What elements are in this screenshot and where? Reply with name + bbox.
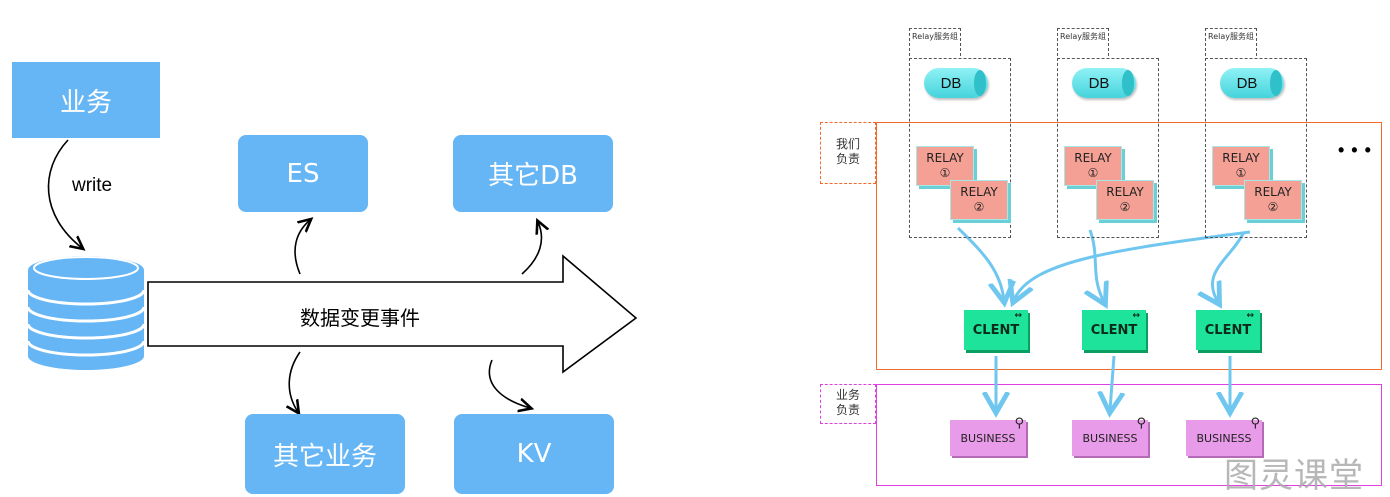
- other-business-label: 其它业务: [272, 441, 377, 472]
- business-node-1: BUSINESS⚲: [950, 416, 1026, 456]
- otherbiz-curve: [289, 351, 301, 412]
- db-node-3: DB: [1220, 68, 1284, 98]
- client-node-1: ↔CLENT: [964, 310, 1028, 350]
- relay-label-2a: RELAY: [1074, 151, 1112, 165]
- kv-curve: [488, 359, 530, 408]
- link-client2-business2: [1110, 355, 1114, 410]
- left-diagram-lines: [26, 139, 638, 496]
- client-label-1: CLENT: [972, 322, 1020, 338]
- relay-group-frame-2: [1057, 58, 1159, 238]
- kv-box: KV: [454, 414, 614, 494]
- db-label-1: DB: [940, 74, 962, 92]
- our-label-line1: 我们: [835, 137, 860, 151]
- relay-label-1a: RELAY: [926, 151, 964, 165]
- other-business-box: 其它业务: [245, 414, 405, 494]
- bidirectional-arrow-icon: ↔: [1014, 311, 1022, 321]
- relay-num-1a: ①: [939, 166, 951, 180]
- other-db-box: 其它DB: [453, 135, 613, 212]
- business-responsibility-frame: [876, 384, 1382, 486]
- more-groups-ellipsis: • • •: [1338, 140, 1372, 160]
- actor-icon: ⚲: [1250, 416, 1260, 431]
- link-g2-client2: [1090, 229, 1104, 302]
- es-box: ES: [238, 135, 368, 212]
- biz-label-line1: 业务: [835, 388, 860, 402]
- business-label-2: BUSINESS: [1082, 431, 1138, 445]
- relay-num-2b: ②: [1119, 200, 1131, 214]
- db-node-1: DB: [924, 68, 988, 98]
- business-label-3: BUSINESS: [1196, 431, 1252, 445]
- es-curve: [294, 220, 310, 275]
- write-label: write: [72, 175, 113, 196]
- bidirectional-arrow-icon: ↔: [1246, 311, 1254, 321]
- watermark: 图灵课堂: [1224, 456, 1364, 496]
- relay-label-1b: RELAY: [960, 185, 998, 199]
- business-node-2: BUSINESS⚲: [1072, 416, 1148, 456]
- link-g3-client3: [1212, 231, 1246, 302]
- client-label-3: CLENT: [1204, 322, 1252, 338]
- relay-label-3b: RELAY: [1254, 185, 1292, 199]
- link-g3-client1: [1014, 230, 1251, 300]
- client-label-2: CLENT: [1090, 322, 1138, 338]
- relay-label-2b: RELAY: [1106, 185, 1144, 199]
- kv-label: KV: [516, 439, 552, 469]
- business-label: 业务: [59, 87, 112, 118]
- other-db-label: 其它DB: [488, 161, 578, 191]
- our-label-line2: 负责: [835, 152, 860, 166]
- write-curve: [47, 139, 82, 248]
- relay-label-3a: RELAY: [1222, 151, 1260, 165]
- relay-group-tag-1: Relay服务组: [909, 28, 961, 56]
- our-responsibility-label: 我们 负责: [820, 122, 876, 184]
- bidirectional-arrow-icon: ↔: [1132, 311, 1140, 321]
- db-label-3: DB: [1236, 74, 1258, 92]
- business-node-3: BUSINESS⚲: [1186, 416, 1262, 456]
- otherdb-curve: [521, 222, 541, 275]
- business-label-1: BUSINESS: [960, 431, 1016, 445]
- business-responsibility-label: 业务 负责: [820, 384, 876, 424]
- db-node-2: DB: [1072, 68, 1136, 98]
- relay-num-2a: ①: [1087, 166, 1099, 180]
- es-label: ES: [286, 158, 320, 189]
- biz-label-line2: 负责: [835, 403, 860, 417]
- event-arrow-shape: [147, 254, 638, 374]
- relay-group-frame-1: [909, 58, 1011, 238]
- database-icon: [26, 256, 146, 370]
- client-node-2: ↔CLENT: [1082, 310, 1146, 350]
- actor-icon: ⚲: [1014, 416, 1024, 431]
- relay-group-tag-2: Relay服务组: [1057, 28, 1109, 56]
- relay-num-1b: ②: [973, 200, 985, 214]
- relay-group-tag-3: Relay服务组: [1205, 28, 1257, 56]
- db-label-2: DB: [1088, 74, 1110, 92]
- our-responsibility-frame: [876, 122, 1382, 370]
- client-node-3: ↔CLENT: [1196, 310, 1260, 350]
- relay-num-3a: ①: [1235, 166, 1247, 180]
- business-box: 业务: [12, 62, 160, 138]
- link-g1-client1: [956, 226, 1004, 300]
- actor-icon: ⚲: [1136, 416, 1146, 431]
- relay-num-3b: ②: [1267, 200, 1279, 214]
- event-label: 数据变更事件: [300, 306, 420, 330]
- relay-group-frame-3: [1205, 58, 1307, 238]
